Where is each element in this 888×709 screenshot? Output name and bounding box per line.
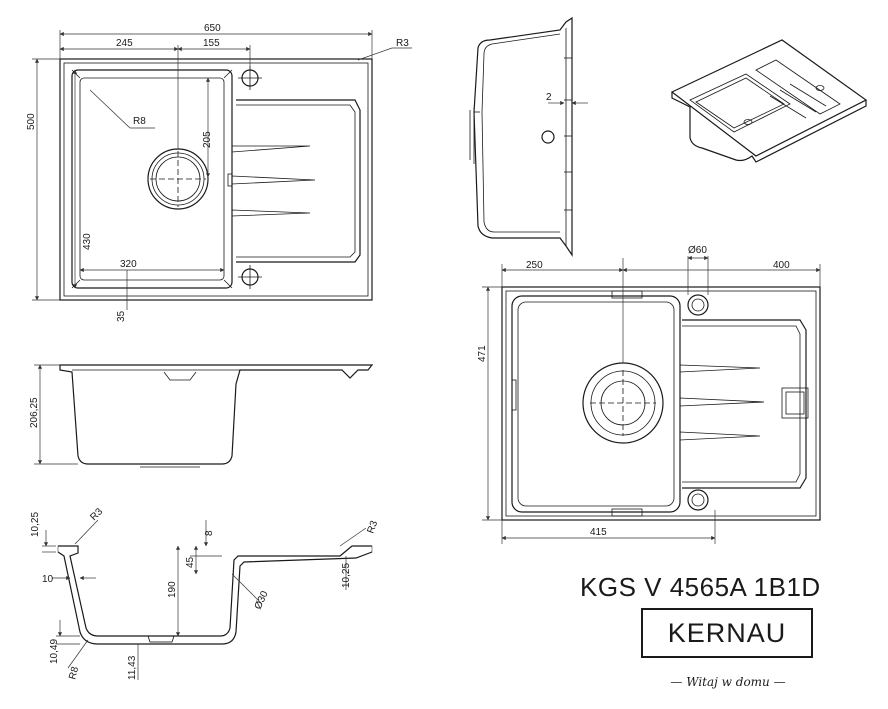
dim-rim-radius-left: R3	[88, 506, 105, 523]
dim-lip: 8	[204, 530, 215, 536]
dim-bottom-radius: R8	[67, 665, 81, 681]
section-view: 190 10,25 R3 10 8 45 Ø30 R3 10,25 10,49 …	[30, 506, 380, 681]
dim-width: 650	[204, 23, 221, 34]
front-view-outline	[59, 364, 374, 465]
isometric-view	[670, 39, 868, 163]
dim-inner-radius: R8	[133, 116, 146, 127]
side-view-hole	[541, 130, 555, 144]
dim-corner-radius: R3	[396, 38, 409, 49]
cutout-view: 250 400 Ø60 471 415	[477, 245, 821, 544]
dim-bottom-margin: 35	[116, 310, 127, 322]
dim-cutout-hole: Ø60	[688, 245, 707, 256]
dim-rim-thickness: 10,25	[30, 512, 41, 537]
dim-front-height: 206,25	[29, 397, 40, 428]
front-view: 206,25	[29, 364, 374, 468]
top-view: 650 245 155 R3 500 R8 205 430 320 35	[26, 23, 412, 322]
top-view-drain	[147, 148, 209, 210]
dim-bottom-thickness: 10,49	[49, 639, 60, 664]
dim-bowl-height: 430	[82, 233, 93, 250]
model-number: KGS V 4565A 1B1D	[580, 572, 821, 602]
cutout-drainer	[679, 319, 809, 489]
dim-wall-thickness: 10	[42, 574, 54, 585]
top-view-outline	[59, 58, 373, 301]
cutout-drain	[582, 362, 664, 444]
brand-logo: KERNAU	[641, 608, 813, 658]
cutout-outline	[501, 286, 821, 521]
dim-height: 500	[26, 113, 37, 130]
dim-drain-thickness: 11,43	[127, 655, 138, 680]
dim-cutout-height: 471	[477, 345, 488, 362]
dim-rim-radius-right: R3	[365, 519, 380, 535]
section-outline	[57, 545, 373, 645]
dim-bowl-offset: 245	[116, 38, 133, 49]
top-view-drainer	[227, 99, 361, 263]
dim-overflow-offset: 45	[185, 556, 196, 568]
dim-gap: 2	[546, 92, 552, 103]
dim-hole-diameter: Ø30	[253, 589, 271, 611]
side-view-outline	[473, 16, 573, 257]
dim-cutout-left: 250	[526, 260, 543, 271]
brand-tagline: — Witaj w domu —	[670, 675, 786, 689]
dim-drain-depth: 205	[202, 131, 213, 148]
dim-drain-offset: 155	[203, 38, 220, 49]
dim-bowl-width: 320	[120, 259, 137, 270]
dim-cutout-right: 400	[773, 260, 790, 271]
dim-rim-height-right: 10,25	[341, 563, 352, 588]
dim-section-depth: 190	[167, 581, 178, 598]
dim-cutout-bottom: 415	[590, 527, 607, 538]
side-view: 2	[469, 16, 588, 257]
iso-outline	[670, 39, 868, 157]
